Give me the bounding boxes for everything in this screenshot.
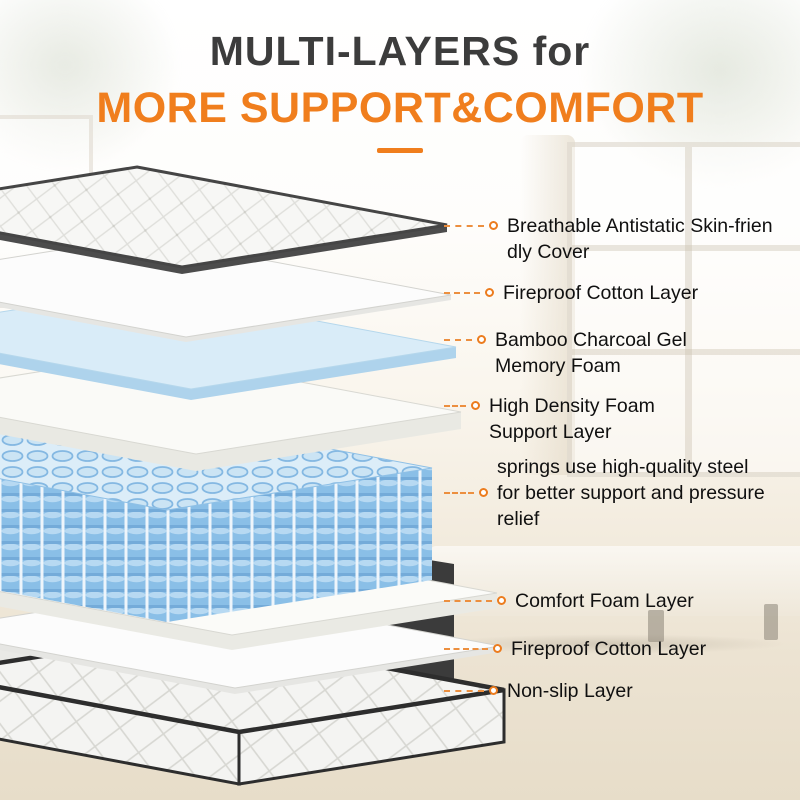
label-fireproof-top: Fireproof Cotton Layer [444, 280, 698, 306]
leader-line [444, 225, 484, 227]
bed-shadow [436, 634, 786, 654]
label-text: springs use high-quality steel for bette… [497, 456, 765, 530]
leader-line [444, 600, 492, 602]
label-text: Fireproof Cotton Layer [503, 282, 699, 304]
title-divider [377, 148, 423, 153]
leader-line [444, 339, 472, 341]
header: MULTI-LAYERS for MORE SUPPORT&COMFORT [0, 0, 800, 153]
leader-dot [497, 596, 506, 605]
window-mullion [572, 348, 800, 355]
label-high-density-foam: High Density Foam Support Layer [444, 393, 655, 445]
label-text: Comfort Foam Layer [515, 590, 694, 612]
label-comfort-foam: Comfort Foam Layer [444, 588, 694, 614]
window-right [567, 142, 800, 477]
leader-line [444, 648, 488, 650]
cover-layer [0, 165, 448, 274]
leader-dot [471, 401, 480, 410]
leader-dot [479, 488, 488, 497]
leader-line [444, 492, 474, 494]
leader-dot [485, 288, 494, 297]
label-non-slip: Non-slip Layer [444, 678, 633, 704]
leader-dot [477, 335, 486, 344]
plant-blur-left [0, 0, 180, 170]
leader-line [444, 292, 480, 294]
label-text: Bamboo Charcoal Gel Memory Foam [495, 329, 687, 377]
bed-leg [764, 604, 778, 640]
leader-dot [489, 686, 498, 695]
label-text: High Density Foam Support Layer [489, 395, 655, 443]
leader-dot [489, 221, 498, 230]
label-fireproof-bottom: Fireproof Cotton Layer [444, 636, 706, 662]
plant-blur-right [580, 0, 800, 190]
leader-dot [493, 644, 502, 653]
page-subtitle: MORE SUPPORT&COMFORT [96, 84, 704, 132]
label-cover: Breathable Antistatic Skin-frien dly Cov… [444, 213, 773, 265]
fireproof-cotton-layer-top [0, 236, 452, 342]
label-springs: springs use high-quality steel for bette… [444, 454, 765, 532]
label-text: Non-slip Layer [507, 680, 633, 702]
window-mullion [572, 244, 800, 251]
label-text: Fireproof Cotton Layer [511, 638, 707, 660]
page-title: MULTI-LAYERS for [209, 28, 591, 74]
leader-line [444, 690, 484, 692]
label-text: Breathable Antistatic Skin-frien dly Cov… [507, 215, 773, 263]
window-mullion [684, 147, 692, 472]
curtain [520, 135, 575, 475]
label-gel-memory-foam: Bamboo Charcoal Gel Memory Foam [444, 327, 687, 379]
leader-line [444, 405, 466, 407]
bed-leg [648, 610, 664, 642]
